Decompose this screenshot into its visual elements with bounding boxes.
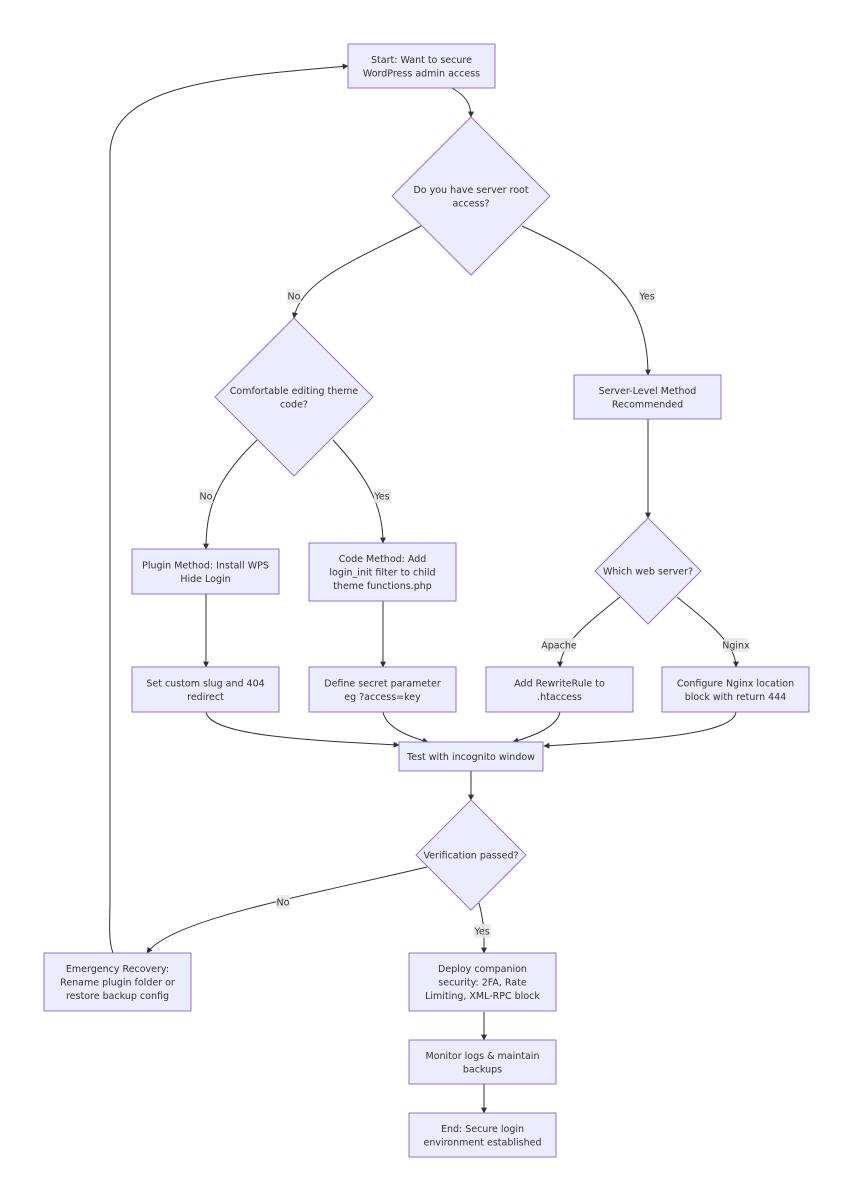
node-label-line: Recommended	[612, 399, 683, 410]
node-label-line: Plugin Method: Install WPS	[142, 560, 269, 571]
node-emergency: Emergency Recovery: Rename plugin folder …	[43, 952, 192, 1012]
node-label-line: Configure Nginx location	[677, 678, 794, 689]
node-editing-theme: Comfortable editing theme code?	[214, 317, 374, 477]
node-label-line: Emergency Recovery:	[66, 964, 169, 975]
edge-emergency-to-start	[109, 63, 349, 954]
edge-secret-param-to-test	[382, 711, 429, 744]
edge-nginx-block-to-test	[543, 711, 737, 749]
node-verification: Verification passed?	[415, 799, 527, 911]
edge-label-verify-yes: Yes	[473, 924, 491, 938]
node-label-line: Hide Login	[180, 574, 230, 585]
edge-label-nginx: Nginx	[722, 638, 750, 652]
edge-editing-theme-to-code-method	[332, 439, 386, 544]
node-rewrite-rule: Add RewriteRule to .htaccess	[485, 666, 634, 713]
node-label-line: redirect	[187, 692, 224, 703]
edge-web-server-to-rewrite-rule	[557, 596, 621, 668]
node-label-line: Set custom slug and 404	[146, 678, 264, 689]
node-label-line: Server-Level Method	[599, 386, 697, 397]
node-label-line: restore backup config	[66, 991, 169, 1002]
node-label-line: Code Method: Add	[339, 554, 427, 565]
node-label-line: theme functions.php	[333, 581, 432, 592]
svg-text:No: No	[200, 492, 213, 503]
node-label-line: Test with incognito window	[406, 752, 535, 763]
edge-verification-to-emergency	[146, 866, 428, 954]
node-label-line: backups	[463, 1064, 502, 1075]
svg-text:Yes: Yes	[638, 292, 654, 303]
edge-label-root-yes: Yes	[638, 289, 656, 303]
node-label-line: code?	[280, 399, 308, 410]
edge-custom-slug-to-test	[205, 711, 400, 748]
edge-editing-theme-to-plugin-method	[203, 439, 258, 550]
edge-label-theme-no: No	[199, 489, 213, 503]
node-label-line: Add RewriteRule to	[514, 678, 605, 689]
node-label-line: Do you have server root	[413, 185, 528, 196]
node-companion: Deploy companion security: 2FA, RateLimit…	[408, 952, 557, 1012]
svg-text:Nginx: Nginx	[722, 641, 750, 652]
node-label-line: End: Secure login	[441, 1124, 524, 1135]
node-label-line: Rename plugin folder or	[60, 978, 175, 989]
node-label-line: Start: Want to secure	[371, 55, 472, 66]
edge-labels: No Yes No Yes Apache Nginx No Yes	[199, 289, 750, 938]
node-code-method: Code Method: Add login_init filter to chi…	[308, 542, 457, 602]
node-label-line: block with return 444	[685, 692, 787, 703]
node-nginx-block: Configure Nginx location block with retur…	[661, 666, 810, 713]
node-web-server: Which web server?	[594, 517, 702, 625]
node-label-line: WordPress admin access	[363, 68, 480, 79]
edge-web-server-to-nginx-block	[676, 596, 739, 668]
edges	[109, 63, 739, 1114]
node-label-line: Deploy companion	[438, 964, 527, 975]
node-label-line: Define secret parameter	[324, 678, 441, 689]
svg-text:Yes: Yes	[473, 927, 489, 938]
node-label-line: .htaccess	[537, 692, 582, 703]
node-monitor: Monitor logs & maintain backups	[408, 1039, 557, 1085]
node-label-line: access?	[452, 198, 489, 209]
node-root-access: Do you have server root access?	[391, 116, 551, 276]
node-label-line: Limiting, XML-RPC block	[425, 991, 540, 1002]
edge-rewrite-rule-to-test	[512, 711, 561, 744]
svg-text:Yes: Yes	[373, 492, 389, 503]
edge-label-root-no: No	[287, 289, 301, 303]
edge-label-theme-yes: Yes	[373, 489, 391, 503]
node-secret-param: Define secret parameter eg ?access=key	[308, 666, 457, 713]
edge-root-access-to-server-level	[521, 225, 651, 376]
edge-root-access-to-editing-theme	[291, 225, 422, 319]
node-label-line: Comfortable editing theme	[230, 386, 359, 397]
svg-text:No: No	[277, 898, 290, 909]
node-label-line: environment established	[423, 1137, 541, 1148]
edge-label-verify-no: No	[276, 895, 290, 909]
node-label-line: Verification passed?	[423, 851, 518, 862]
node-label-line: security: 2FA, Rate	[438, 978, 527, 989]
node-end: End: Secure login environment established	[408, 1112, 557, 1158]
node-plugin-method: Plugin Method: Install WPS Hide Login	[131, 548, 280, 595]
node-label-line: login_init filter to child	[329, 568, 435, 579]
svg-text:Apache: Apache	[541, 641, 577, 652]
node-label-line: eg ?access=key	[344, 692, 421, 703]
edge-label-apache: Apache	[541, 638, 577, 652]
node-label-line: Which web server?	[603, 567, 693, 578]
node-label-line: Monitor logs & maintain	[426, 1051, 540, 1062]
svg-text:No: No	[288, 292, 301, 303]
edge-start-to-root-access	[451, 87, 474, 118]
node-custom-slug: Set custom slug and 404 redirect	[131, 666, 280, 713]
node-test-incognito: Test with incognito window	[398, 741, 544, 772]
